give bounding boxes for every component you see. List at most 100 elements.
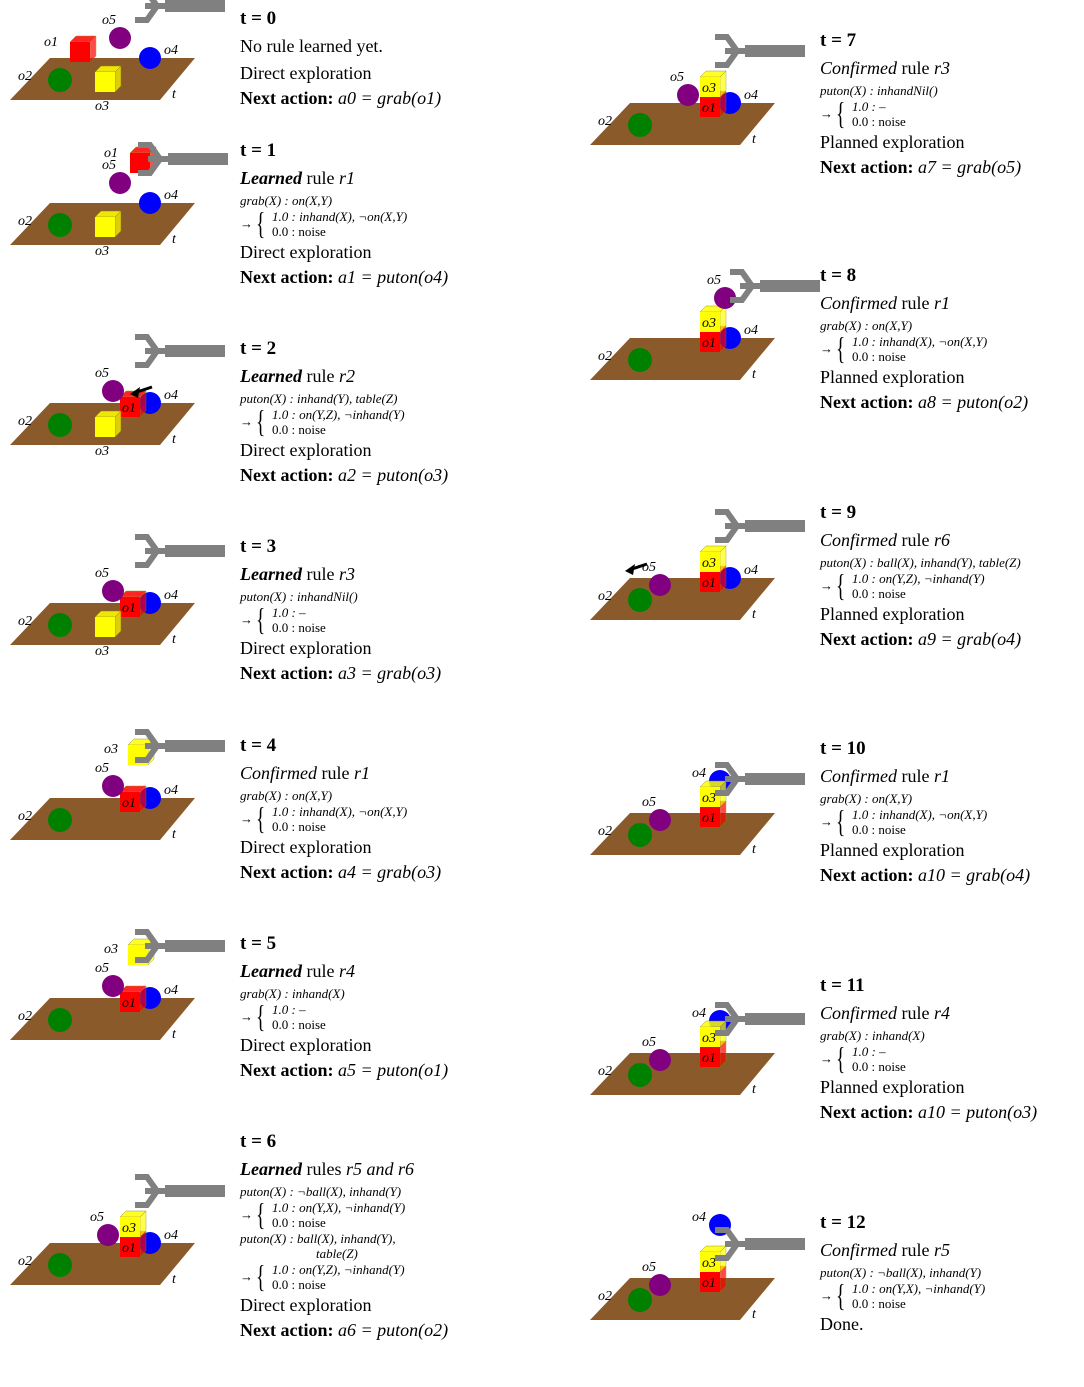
outcome-2: 0.0 : noise xyxy=(272,422,326,437)
object-o1-label: o1 xyxy=(702,811,716,826)
table xyxy=(10,998,195,1040)
time-step-label: t = 9 xyxy=(820,502,857,523)
implies-arrow: → xyxy=(240,216,253,231)
rule-status: Learned rule r4 xyxy=(240,959,355,985)
exploration-mode: Planned exploration xyxy=(820,604,965,624)
gripper xyxy=(135,1174,225,1208)
next-action: Next action: a6 = puton(o2) xyxy=(240,1318,448,1343)
table xyxy=(590,578,775,620)
outcome-brace: { xyxy=(836,803,846,839)
object-o2-label: o2 xyxy=(18,214,32,229)
next-action: Next action: a1 = puton(o4) xyxy=(240,265,448,290)
object-o5 xyxy=(677,84,699,106)
gripper xyxy=(138,142,228,176)
time-step-label: t = 4 xyxy=(240,735,277,756)
rule-head: puton(X) : inhandNil() xyxy=(820,83,938,98)
object-o5 xyxy=(109,27,131,49)
table xyxy=(590,1053,775,1095)
object-o3-label: o3 xyxy=(702,1256,716,1271)
object-o1-label: o1 xyxy=(702,576,716,591)
exploration-mode: Direct exploration xyxy=(240,63,372,83)
object-o5 xyxy=(714,287,736,309)
object-o5-label: o5 xyxy=(95,761,109,776)
next-action-value: a9 = grab(o4) xyxy=(917,629,1022,649)
object-o2 xyxy=(628,113,652,137)
implies-arrow: → xyxy=(240,612,253,627)
time-step-label: t = 7 xyxy=(820,30,857,51)
table xyxy=(10,798,195,840)
object-o2-label: o2 xyxy=(18,414,32,429)
exploration-mode: Planned exploration xyxy=(820,367,965,387)
exploration-mode: Direct exploration xyxy=(240,1035,372,1055)
next-action-label: Next action: xyxy=(240,88,334,108)
implies-arrow: → xyxy=(820,106,833,121)
object-o1-label: o1 xyxy=(122,796,136,811)
object-o2-label: o2 xyxy=(598,1289,612,1304)
object-o3-label: o3 xyxy=(702,1031,716,1046)
status-subject: r5 and r6 xyxy=(346,1159,415,1179)
time-step-label: t = 11 xyxy=(820,975,865,996)
table xyxy=(10,1243,195,1285)
rule-outcomes: →{1.0 : inhand(X), ¬on(X,Y)0.0 : noise xyxy=(240,801,407,835)
next-action: Next action: a2 = puton(o3) xyxy=(240,463,448,488)
status-kind: Learned xyxy=(240,961,302,981)
object-o5 xyxy=(102,775,124,797)
object-o4-label: o4 xyxy=(164,43,178,58)
status-subject: r2 xyxy=(338,366,355,386)
status-kind: Confirmed xyxy=(820,766,898,786)
rule-status: Learned rules r5 and r6 xyxy=(240,1157,414,1183)
rule-head: grab(X) : on(X,Y) xyxy=(820,318,913,333)
rule-outcomes: →{1.0 : –0.0 : noise xyxy=(820,1040,925,1076)
next-action: Next action: a5 = puton(o1) xyxy=(240,1058,448,1083)
object-o4-label: o4 xyxy=(744,563,758,578)
object-o4-label: o4 xyxy=(692,1210,706,1225)
object-o5 xyxy=(102,580,124,602)
exploration-mode: Direct exploration xyxy=(240,242,372,262)
status-subject: r3 xyxy=(934,58,951,78)
exploration-mode: Planned exploration xyxy=(820,1077,965,1097)
next-action-label: Next action: xyxy=(240,465,334,485)
object-o1 xyxy=(119,785,147,813)
rule-head: puton(X) : ball(X), inhand(Y), table(Z) xyxy=(820,555,1021,570)
time-step-label: t = 10 xyxy=(820,738,866,759)
implies-arrow: → xyxy=(240,1009,253,1024)
object-o4-label: o4 xyxy=(692,1006,706,1021)
rule-status: Confirmed rule r4 xyxy=(820,1001,950,1027)
outcome-1: 1.0 : – xyxy=(272,1002,306,1017)
object-o2-label: o2 xyxy=(18,1254,32,1269)
object-o4-label: o4 xyxy=(164,588,178,603)
gripper xyxy=(730,269,820,303)
status-word: rule xyxy=(306,564,335,584)
object-o1-label: o1 xyxy=(122,601,136,616)
next-action-value: a4 = grab(o3) xyxy=(337,862,442,882)
status-word: rule xyxy=(321,763,350,783)
object-o3 xyxy=(94,410,122,438)
gripper xyxy=(715,1002,805,1036)
object-o2-label: o2 xyxy=(18,809,32,824)
object-o1 xyxy=(69,35,97,63)
object-o3 xyxy=(94,610,122,638)
outcome-1: 1.0 : on(Y,X), ¬inhand(Y) xyxy=(852,1281,986,1296)
implies-arrow: → xyxy=(240,414,253,429)
object-o1-label: o1 xyxy=(702,101,716,116)
object-o4-label: o4 xyxy=(164,388,178,403)
object-o2-label: o2 xyxy=(18,69,32,84)
rule-head: grab(X) : on(X,Y) xyxy=(240,193,333,208)
outcome-brace: { xyxy=(836,95,846,131)
rule-head: grab(X) : on(X,Y) xyxy=(240,788,333,803)
status-word: rule xyxy=(306,168,335,188)
status-kind: Learned xyxy=(240,564,302,584)
table xyxy=(590,1278,775,1320)
object-o2-label: o2 xyxy=(598,589,612,604)
object-o3-label: o3 xyxy=(95,244,109,259)
outcome-brace: { xyxy=(836,1040,846,1076)
object-o5-label: o5 xyxy=(642,795,656,810)
implies-arrow: → xyxy=(240,1269,253,1284)
object-o3 xyxy=(119,1210,147,1238)
rule-outcomes: →{1.0 : on(Y,Z), ¬inhand(Y)0.0 : noise xyxy=(240,1259,405,1293)
